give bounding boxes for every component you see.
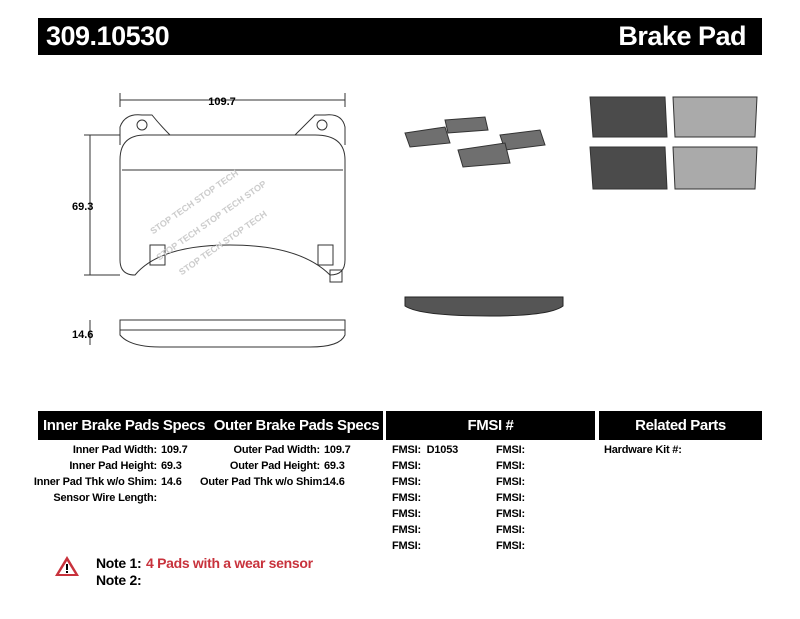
fmsi-entry: FMSI: bbox=[496, 508, 525, 520]
spec-label: Sensor Wire Length: bbox=[53, 492, 157, 504]
fmsi-entry: FMSI: bbox=[392, 524, 421, 536]
fmsi-entry: FMSI: bbox=[496, 460, 525, 472]
pad-front-back-photo bbox=[589, 96, 758, 190]
pad-set-photo bbox=[404, 116, 546, 168]
inner-spec-label: Sensor Wire Length: bbox=[30, 492, 157, 504]
outer-spec-label: Outer Pad Thk w/o Shim: bbox=[200, 476, 326, 488]
pad-edge-photo bbox=[404, 296, 564, 317]
inner-spec-label: Inner Pad Height: bbox=[30, 460, 157, 472]
outer-spec-label: Outer Pad Width: bbox=[233, 444, 320, 456]
inner-spec-label: Inner Pad Thk w/o Shim: bbox=[30, 476, 157, 488]
fmsi-entry: FMSI: bbox=[496, 492, 525, 504]
outer-spec-label: Outer Pad Height: bbox=[229, 460, 320, 472]
height-dimension: 69.3 bbox=[72, 201, 93, 213]
inner-spec-value: 69.3 bbox=[161, 460, 182, 472]
outer-spec-value: 14.6 bbox=[324, 476, 345, 488]
fmsi-entry: FMSI: bbox=[392, 460, 421, 472]
outer-spec-value: 69.3 bbox=[324, 460, 345, 472]
related-part-entry: Hardware Kit #: bbox=[604, 444, 682, 456]
inner-specs-header: Inner Brake Pads Specs bbox=[38, 411, 210, 440]
spec-label: Inner Pad Width: bbox=[72, 444, 157, 456]
fmsi-entry: FMSI: D1053 bbox=[392, 444, 459, 456]
fmsi-entry: FMSI: bbox=[392, 476, 421, 488]
related-parts-header: Related Parts bbox=[599, 411, 762, 440]
note1-text: 4 Pads with a wear sensor bbox=[146, 555, 313, 571]
thickness-dimension: 14.6 bbox=[72, 329, 93, 341]
fmsi-entry: FMSI: bbox=[496, 476, 525, 488]
note1-label: Note 1: bbox=[96, 555, 142, 571]
fmsi-entry: FMSI: bbox=[392, 540, 421, 552]
warning-triangle-icon bbox=[55, 556, 79, 576]
part-number: 309.10530 bbox=[46, 21, 170, 51]
width-dimension: 109.7 bbox=[208, 96, 236, 108]
note2-label: Note 2: bbox=[96, 572, 142, 588]
fmsi-entry: FMSI: bbox=[392, 508, 421, 520]
inner-spec-value: 109.7 bbox=[161, 444, 188, 456]
inner-spec-label: Inner Pad Width: bbox=[30, 444, 157, 456]
header-bar: 309.10530 Brake Pad bbox=[38, 18, 762, 55]
fmsi-entry: FMSI: bbox=[496, 524, 525, 536]
fmsi-entry: FMSI: bbox=[496, 540, 525, 552]
inner-spec-value: 14.6 bbox=[161, 476, 182, 488]
spec-label: Inner Pad Height: bbox=[69, 460, 157, 472]
spec-label: Inner Pad Thk w/o Shim: bbox=[33, 476, 157, 488]
outer-specs-header: Outer Brake Pads Specs bbox=[210, 411, 383, 440]
outer-spec-value: 109.7 bbox=[324, 444, 351, 456]
fmsi-entry: FMSI: bbox=[496, 444, 525, 456]
svg-text:STOP TECH STOP TECH: STOP TECH STOP TECH bbox=[177, 209, 269, 277]
fmsi-header: FMSI # bbox=[386, 411, 595, 440]
product-title: Brake Pad bbox=[618, 21, 746, 51]
fmsi-entry: FMSI: bbox=[392, 492, 421, 504]
